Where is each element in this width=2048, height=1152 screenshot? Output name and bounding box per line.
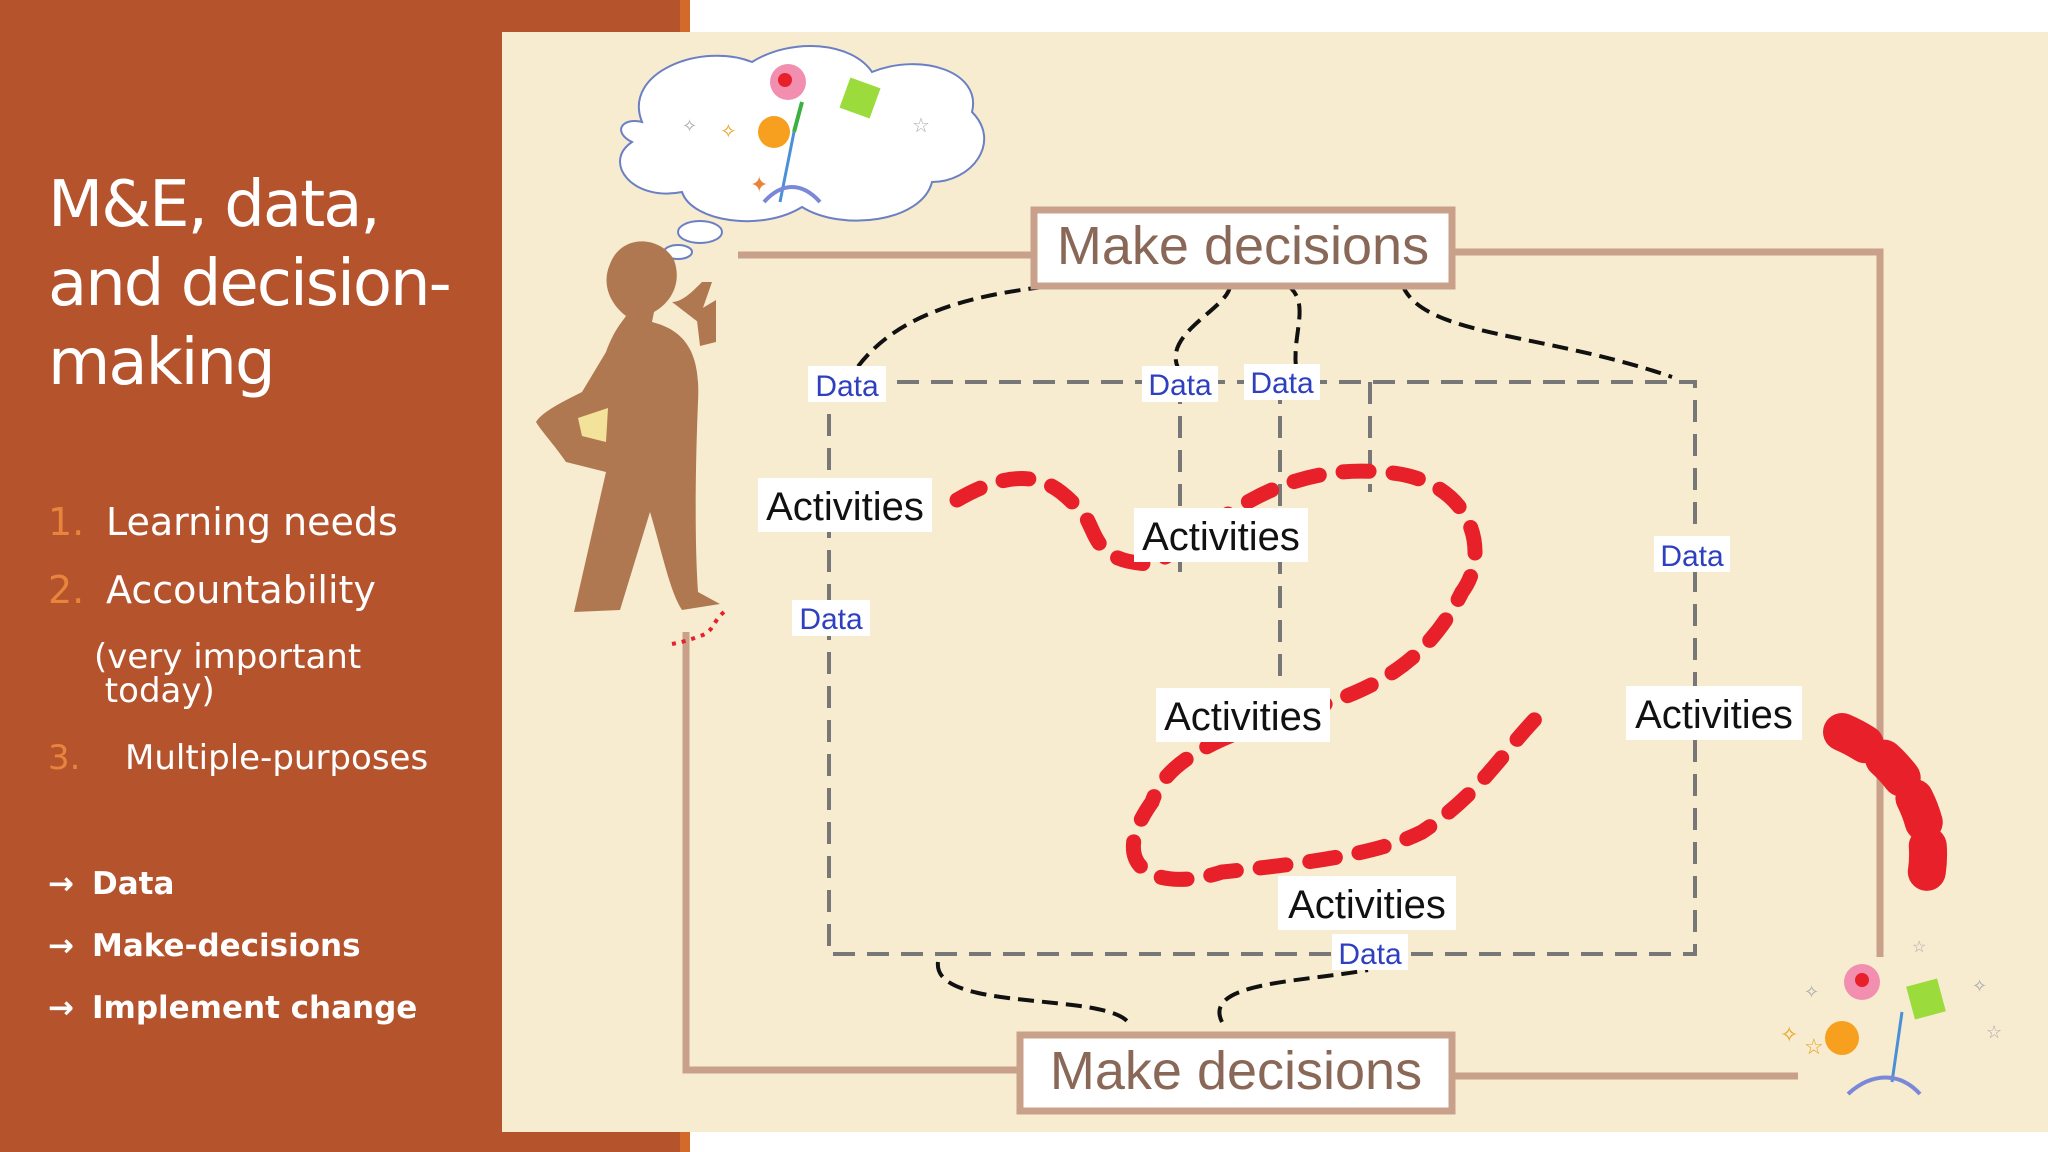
note-line-1: (very important [94,637,362,677]
arrow-item-text: Data [92,866,175,902]
svg-text:✧: ✧ [682,116,697,136]
svg-text:☆: ☆ [1986,1022,2002,1042]
person-hand-highlight [578,408,608,442]
note-line-2: today) [94,671,215,711]
bottom-decision-label: Make decisions [1050,1041,1422,1101]
data-label: Data [1148,369,1212,402]
slide-title: M&E, data, and decision- making [48,166,478,403]
svg-text:☆: ☆ [1804,1034,1824,1059]
data-label: Data [1660,540,1724,573]
title-line-2: and decision- [48,247,452,321]
walk-path [671,610,726,646]
arrow-item-text: Make-decisions [92,928,361,964]
arrow-right-icon: → [48,866,74,902]
list-item-multiple-purposes: 3. Multiple-purposes [48,738,428,778]
top-decision-label: Make decisions [1057,216,1429,276]
flower-icon: ✧ ☆ ✧ ✧ ☆ ☆ [1780,939,2002,1096]
arrow-item-make-decisions: → Make-decisions [48,928,361,964]
title-line-1: M&E, data, [48,168,381,242]
svg-text:☆: ☆ [1912,939,1926,956]
list-number: 3. [48,738,81,778]
svg-text:✧: ✧ [1780,1022,1798,1047]
activity-label: Activities [1635,693,1793,737]
feedback-loop [682,248,1884,1080]
activity-labels: Activities Activities Activities Activit… [758,478,1802,930]
thought-cloud-icon: ✧ ✦ ☆ ✧ [619,45,986,260]
svg-text:✧: ✧ [1972,976,1987,996]
svg-text:☆: ☆ [912,115,930,137]
data-label: Data [815,370,879,403]
list-text: Learning needs [106,500,398,544]
activity-label: Activities [1142,515,1300,559]
list-item-learning-needs: 1. Learning needs [48,500,398,544]
arrow-right-icon: → [48,990,74,1026]
title-line-3: making [48,326,276,400]
activity-label: Activities [766,485,924,529]
activity-path [949,463,1948,911]
arrow-item-implement-change: → Implement change [48,990,417,1026]
svg-text:✧: ✧ [1804,982,1819,1002]
list-number: 1. [48,500,85,544]
data-label: Data [799,603,863,636]
top-decision-box: Make decisions [1030,206,1456,290]
svg-text:✦: ✦ [750,172,768,197]
arrow-item-text: Implement change [92,990,418,1026]
list-text: Multiple-purposes [125,738,429,778]
diagram-panel: Make decisions Make decisions Data Data … [502,32,2048,1132]
data-labels: Data Data Data Data Data Data [792,364,1730,971]
arrow-item-data: → Data [48,866,174,902]
data-label: Data [1338,938,1402,971]
accountability-note: (very important today) [94,640,394,708]
activity-label: Activities [1164,695,1322,739]
arrow-right-icon: → [48,928,74,964]
person-icon [536,241,720,612]
list-text: Accountability [106,568,376,612]
list-item-accountability: 2. Accountability [48,568,376,612]
bottom-decision-box: Make decisions [1016,1031,1456,1115]
list-number: 2. [48,568,85,612]
data-label: Data [1250,367,1314,400]
svg-text:✧: ✧ [720,121,737,143]
activity-label: Activities [1288,883,1446,927]
